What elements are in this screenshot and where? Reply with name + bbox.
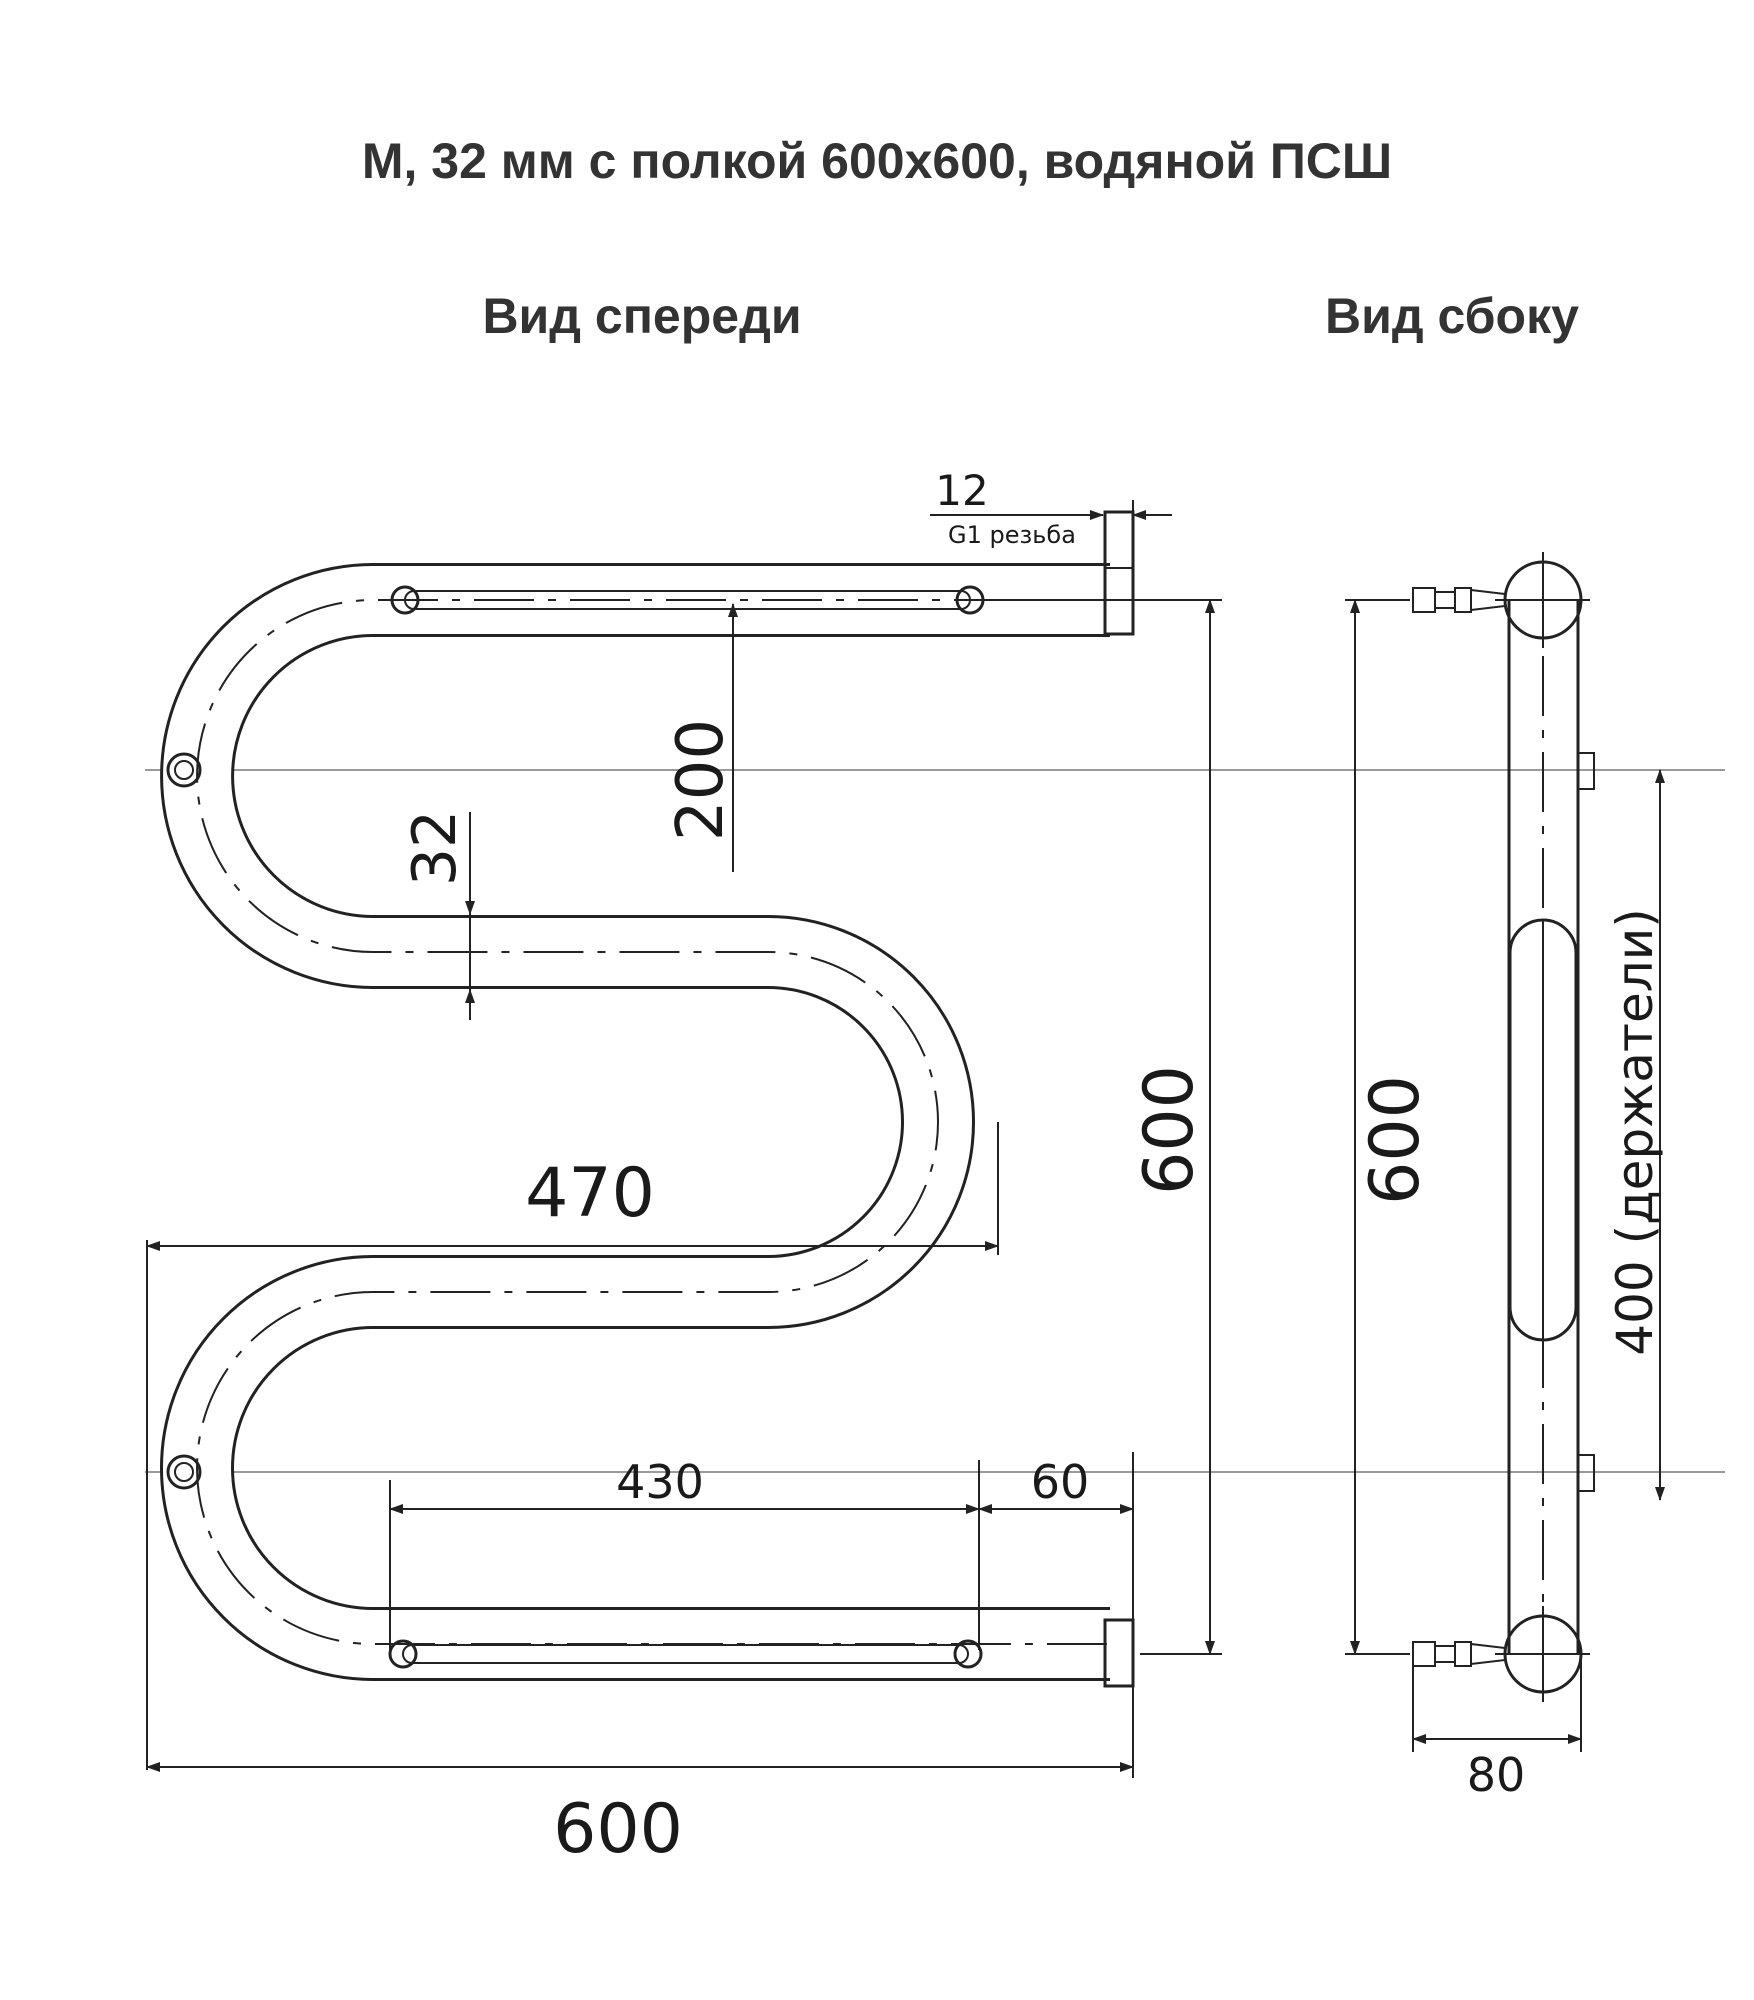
dim-pipe-diameter: 32 xyxy=(400,810,470,886)
drawing-title: М, 32 мм с полкой 600x600, водяной ПСШ xyxy=(362,133,1392,189)
dim-thread-len: 12 xyxy=(935,466,988,515)
front-view-label: Вид спереди xyxy=(482,288,801,344)
dim-width-total: 600 xyxy=(553,1790,683,1869)
holder-point-top xyxy=(166,752,202,788)
shelf-rod-bottom xyxy=(388,1639,983,1669)
shelf-rod-top xyxy=(390,585,985,615)
dim-shelf-430: 430 xyxy=(616,1455,704,1509)
dim-height-side: 600 xyxy=(1356,1075,1435,1205)
connector-top xyxy=(1103,510,1135,636)
dim-offset-60: 60 xyxy=(1031,1455,1090,1509)
side-view xyxy=(1412,552,1595,1702)
m-pipe xyxy=(160,563,1110,1681)
holder-point-bottom xyxy=(166,1454,202,1490)
side-view-label: Вид сбоку xyxy=(1325,288,1579,344)
dim-height-front: 600 xyxy=(1130,1065,1209,1195)
dim-spacing: 200 xyxy=(664,719,738,841)
dim-thread-note: G1 резьба xyxy=(948,521,1076,549)
dim-holders: 400 (держатели) xyxy=(1606,908,1664,1355)
holder-point-top-inner xyxy=(174,760,194,780)
dim-width-470: 470 xyxy=(525,1154,655,1233)
dim-depth: 80 xyxy=(1467,1748,1526,1802)
holder-point-bottom-inner xyxy=(174,1462,194,1482)
connector-bottom xyxy=(1103,1618,1135,1688)
